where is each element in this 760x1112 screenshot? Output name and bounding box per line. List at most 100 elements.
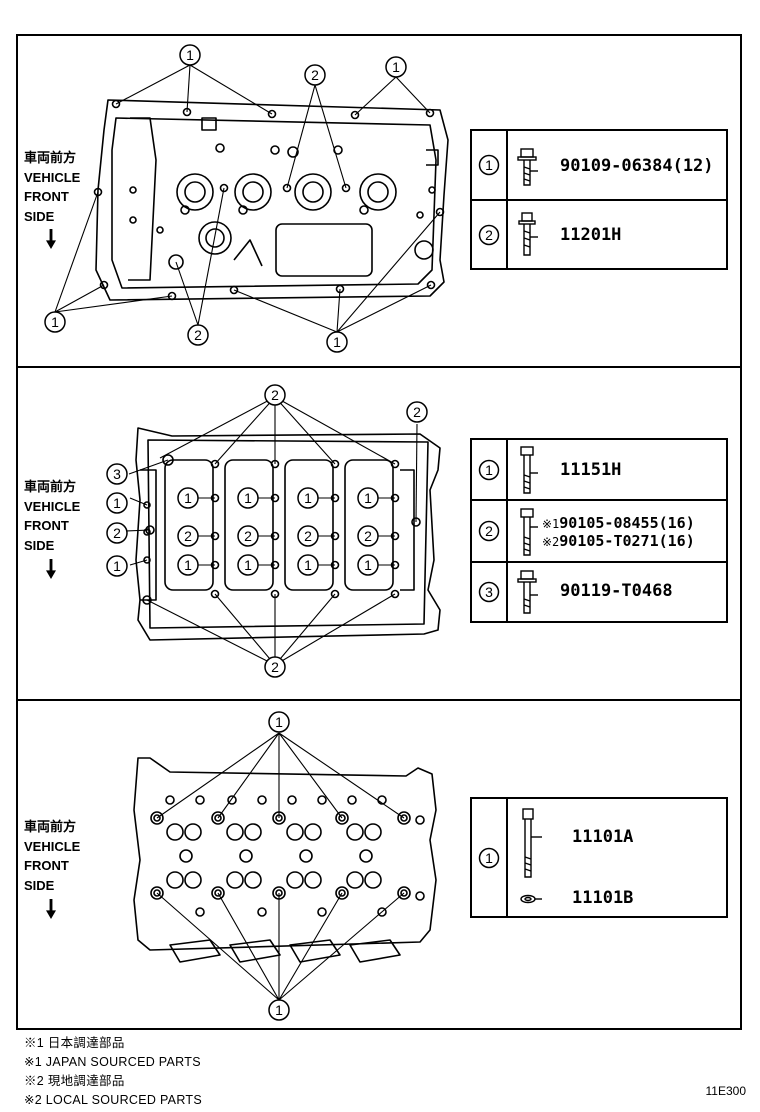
svg-text:2: 2 bbox=[304, 528, 312, 544]
stud-bolt-icon bbox=[518, 212, 538, 256]
leader-lines-panel2 bbox=[125, 396, 418, 666]
callout-2: 2 bbox=[264, 384, 286, 406]
svg-text:1: 1 bbox=[244, 490, 252, 506]
callout-2-icon: 2 bbox=[478, 224, 500, 245]
part-number-local: ※290105-T0271(16) bbox=[542, 532, 695, 550]
svg-text:1: 1 bbox=[485, 157, 493, 173]
part-number-japan: ※190105-08455(16) bbox=[542, 514, 695, 532]
callout-1-icon: 1 bbox=[478, 459, 500, 480]
svg-text:1: 1 bbox=[485, 462, 493, 478]
svg-text:1: 1 bbox=[364, 490, 372, 506]
parts-legend-1: 1 90109-06384(12) 2 11201H bbox=[470, 129, 728, 270]
svg-text:2: 2 bbox=[311, 67, 319, 83]
down-arrow-icon bbox=[46, 229, 56, 249]
callout-1: 1 bbox=[297, 487, 319, 509]
svg-text:1: 1 bbox=[244, 557, 252, 573]
svg-text:1: 1 bbox=[51, 314, 59, 330]
diagram-frame bbox=[16, 34, 742, 1030]
svg-text:1: 1 bbox=[304, 490, 312, 506]
callout-1: 1 bbox=[385, 56, 407, 78]
callout-2: 2 bbox=[106, 522, 128, 544]
callout-2: 2 bbox=[304, 64, 326, 86]
part-number: 11201H bbox=[560, 225, 622, 245]
callout-2: 2 bbox=[177, 525, 199, 547]
part-number-bolt: 11101A bbox=[572, 827, 634, 847]
callout-2: 2 bbox=[357, 525, 379, 547]
footnote: ※2 LOCAL SOURCED PARTS bbox=[24, 1093, 202, 1107]
svg-text:2: 2 bbox=[485, 523, 493, 539]
svg-text:1: 1 bbox=[113, 495, 121, 511]
legend-row: 1 90109-06384(12) bbox=[472, 131, 726, 201]
callout-1: 1 bbox=[106, 555, 128, 577]
footnote: ※1 JAPAN SOURCED PARTS bbox=[24, 1055, 201, 1069]
footnote: ※1 日本調達部品 bbox=[24, 1036, 125, 1050]
svg-text:1: 1 bbox=[184, 557, 192, 573]
callout-1-icon: 1 bbox=[478, 847, 500, 868]
part-number: 90119-T0468 bbox=[560, 581, 673, 601]
callout-1: 1 bbox=[357, 554, 379, 576]
svg-text:2: 2 bbox=[244, 528, 252, 544]
svg-text:1: 1 bbox=[333, 334, 341, 350]
callout-1: 1 bbox=[268, 711, 290, 733]
legend-row: 1 11101A 11101B bbox=[472, 799, 726, 916]
legend-row: 2 11201H bbox=[472, 201, 726, 268]
callout-2: 2 bbox=[264, 656, 286, 678]
svg-text:2: 2 bbox=[485, 227, 493, 243]
svg-text:3: 3 bbox=[113, 466, 121, 482]
callout-1: 1 bbox=[326, 331, 348, 353]
callout-2-icon: 2 bbox=[478, 520, 500, 542]
flange-bolt-icon bbox=[517, 570, 538, 614]
svg-text:1: 1 bbox=[364, 557, 372, 573]
head-bolt-and-washer-icon bbox=[520, 808, 542, 904]
callout-1: 1 bbox=[177, 487, 199, 509]
svg-text:2: 2 bbox=[271, 387, 279, 403]
parts-legend-2: 1 11151H 2 ※190105-08455(16) ※290105-T02… bbox=[470, 438, 728, 623]
svg-text:2: 2 bbox=[364, 528, 372, 544]
cylinder-head-cover bbox=[95, 99, 449, 301]
part-number-washer: 11101B bbox=[572, 888, 634, 908]
callout-1: 1 bbox=[106, 492, 128, 514]
svg-text:2: 2 bbox=[413, 404, 421, 420]
cover-bolt-holes bbox=[93, 99, 445, 301]
callout-1: 1 bbox=[177, 554, 199, 576]
svg-text:1: 1 bbox=[485, 850, 493, 866]
svg-text:1: 1 bbox=[186, 47, 194, 63]
svg-text:1: 1 bbox=[392, 59, 400, 75]
svg-text:1: 1 bbox=[275, 1002, 283, 1018]
callout-markers: 1 1 2 1 2 1 2 2 3 1 2 1 1 1 1 1 2 2 2 2 … bbox=[44, 44, 428, 1021]
svg-text:2: 2 bbox=[194, 327, 202, 343]
part-number: 90109-06384(12) bbox=[560, 156, 714, 176]
down-arrow-icon bbox=[46, 559, 56, 579]
legend-row: 1 11151H bbox=[472, 440, 726, 501]
parts-legend-3: 1 11101A 11101B bbox=[470, 797, 728, 918]
hex-bolt-icon bbox=[520, 446, 538, 494]
svg-text:2: 2 bbox=[271, 659, 279, 675]
callout-2: 2 bbox=[297, 525, 319, 547]
legend-row: 2 ※190105-08455(16) ※290105-T0271(16) bbox=[472, 501, 726, 563]
leader-lines-panel3 bbox=[156, 732, 405, 1001]
callout-2: 2 bbox=[406, 401, 428, 423]
footnotes: ※1 日本調達部品 ※1 JAPAN SOURCED PARTS ※2 現地調達… bbox=[24, 1034, 202, 1110]
diagram-code: 11E300 bbox=[705, 1084, 746, 1098]
callout-1: 1 bbox=[237, 487, 259, 509]
svg-text:1: 1 bbox=[184, 490, 192, 506]
leader-lines-panel1 bbox=[54, 64, 441, 333]
legend-row: 3 90119-T0468 bbox=[472, 563, 726, 621]
callout-1: 1 bbox=[357, 487, 379, 509]
down-arrow-icon bbox=[46, 899, 56, 919]
callout-1: 1 bbox=[268, 999, 290, 1021]
svg-text:2: 2 bbox=[113, 525, 121, 541]
svg-text:1: 1 bbox=[304, 557, 312, 573]
callout-1: 1 bbox=[179, 44, 201, 66]
panel-divider-2 bbox=[16, 699, 742, 701]
callout-1: 1 bbox=[297, 554, 319, 576]
callout-1: 1 bbox=[44, 311, 66, 333]
callout-1: 1 bbox=[237, 554, 259, 576]
long-bolt-icon bbox=[520, 508, 538, 556]
svg-text:3: 3 bbox=[485, 584, 493, 600]
cylinder-head bbox=[133, 757, 437, 963]
callout-2: 2 bbox=[187, 324, 209, 346]
